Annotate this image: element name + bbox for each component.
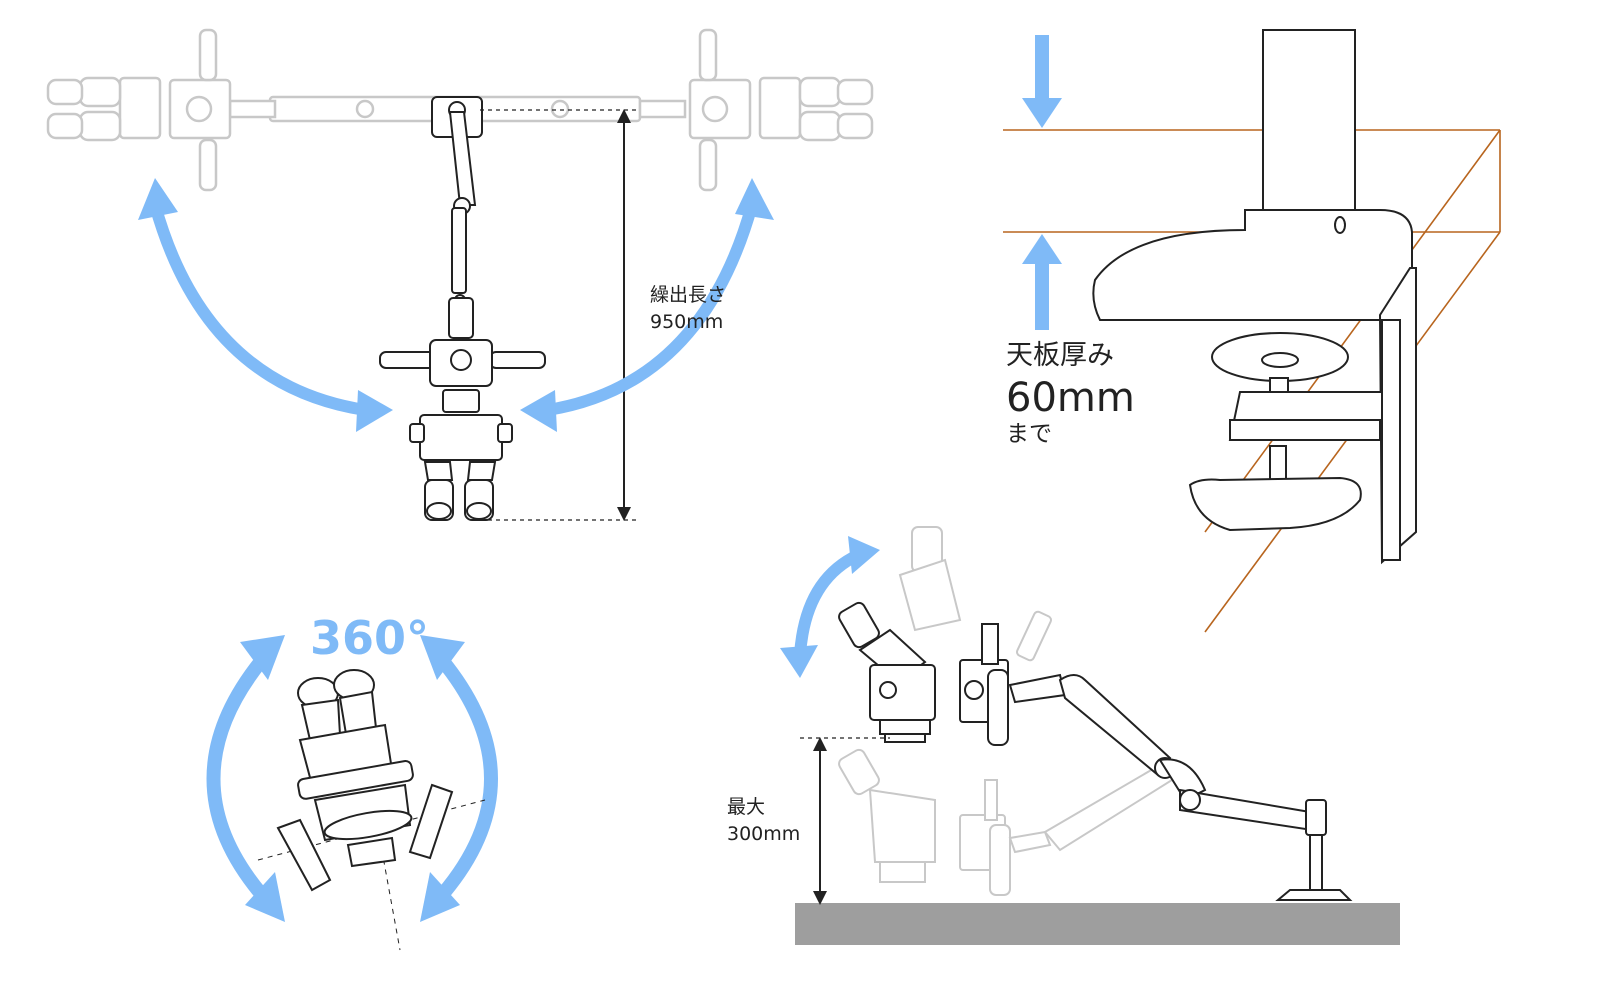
rotation-diagram [206,635,498,951]
swing-arrow-right-head-bottom [520,390,557,432]
desk-thickness-value: 60mm [1006,375,1135,421]
rotation-degrees: 360° [310,611,430,665]
rotation-arrows-icon [206,635,498,922]
swing-arrow-right-head-top [735,178,774,220]
ghost-microscope-right-icon [688,28,874,192]
ghost-microscope-left-icon [46,28,232,192]
height-value: 300mm [727,823,801,845]
reach-diagram [46,28,874,521]
swing-arrow-left-head-top [138,178,178,220]
swing-arrow-left-head-bottom [356,390,393,432]
height-label: 最大 [727,796,766,818]
tilt-arrow [780,536,880,678]
desk-thickness-label: 天板厚み [1006,340,1114,371]
articulating-arm [1008,673,1353,901]
microscope-top-view-icon [379,297,546,521]
reach-label: 繰出長さ [650,284,727,306]
ghost-microscope-tilted-icon [898,526,1052,662]
desk-clamp-diagram [1003,29,1501,633]
reach-value: 950mm [650,311,724,333]
desk-surface [795,903,1400,945]
reach-dimension [480,109,640,521]
desk-clamp-icon [1092,29,1417,565]
microscope-angled-icon [257,669,486,951]
height-diagram [780,526,1400,945]
microscope-side-view-icon [838,601,1009,746]
thickness-arrows [1022,35,1062,330]
swing-arrows [138,178,774,432]
arm-extended [431,96,483,306]
ghost-microscope-lower-icon [838,748,1174,896]
desk-thickness-suffix: まで [1006,421,1052,447]
height-dimension [800,737,890,905]
